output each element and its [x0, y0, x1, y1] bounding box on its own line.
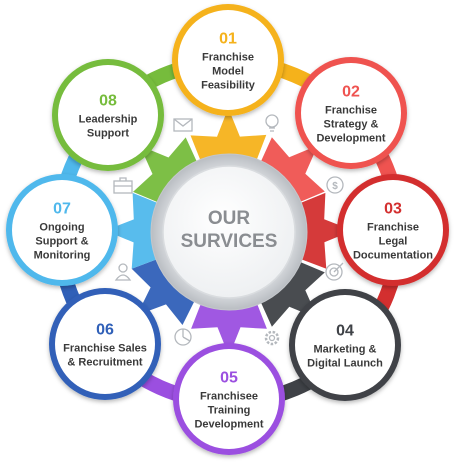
- service-number: 01: [219, 31, 237, 48]
- envelope-icon: [173, 118, 193, 132]
- service-node-face: [301, 63, 401, 163]
- ring-icons: $: [113, 114, 344, 346]
- service-label-line: Model: [212, 66, 244, 78]
- service-node-face: [179, 349, 279, 449]
- service-label-line: Strategy &: [323, 119, 378, 131]
- target-icon: [325, 262, 344, 281]
- service-number: 02: [342, 84, 360, 101]
- service-number: 04: [336, 323, 354, 340]
- service-label-line: Leadership: [79, 114, 138, 126]
- service-node-face: [178, 10, 278, 110]
- service-number: 08: [99, 93, 117, 110]
- service-label-line: Development: [194, 419, 263, 431]
- service-node-face: [343, 180, 443, 280]
- service-node-face: [55, 294, 155, 394]
- dollar-coin-icon: $: [326, 176, 344, 194]
- service-label-line: Feasibility: [201, 80, 256, 92]
- service-label-line: & Recruitment: [67, 357, 143, 369]
- service-label-line: Monitoring: [34, 250, 91, 262]
- service-label-line: Training: [208, 405, 251, 417]
- service-label-line: Support &: [35, 236, 88, 248]
- service-label-line: Documentation: [353, 250, 433, 262]
- service-label-line: Franchisee: [200, 391, 258, 403]
- service-label-line: Development: [316, 133, 385, 145]
- service-number: 07: [53, 201, 71, 218]
- service-label-line: Support: [87, 128, 129, 140]
- hub-title-line1: OUR: [208, 208, 251, 229]
- service-node-face: [12, 180, 112, 280]
- service-label-line: Legal: [379, 236, 408, 248]
- svg-text:$: $: [332, 181, 338, 192]
- service-number: 06: [96, 322, 114, 339]
- service-node-face: [58, 65, 158, 165]
- service-number: 03: [384, 201, 402, 218]
- service-label-line: Ongoing: [39, 222, 84, 234]
- lightbulb-icon: [265, 114, 279, 132]
- service-label-line: Marketing &: [314, 344, 377, 356]
- user-icon: [114, 263, 132, 281]
- service-label-line: Digital Launch: [307, 358, 383, 370]
- service-node-face: [295, 295, 395, 395]
- briefcase-icon: [113, 177, 133, 194]
- service-label-line: Franchise: [367, 222, 419, 234]
- service-label-line: Franchise: [325, 105, 377, 117]
- pie-chart-icon: [174, 328, 192, 346]
- service-label-line: Franchise Sales: [63, 343, 147, 355]
- gear-icon: [264, 330, 280, 346]
- service-number: 05: [220, 370, 238, 387]
- hub-circle: [162, 165, 296, 299]
- service-label-line: Franchise: [202, 52, 254, 64]
- hub-title-line2: SURVICES: [181, 231, 278, 252]
